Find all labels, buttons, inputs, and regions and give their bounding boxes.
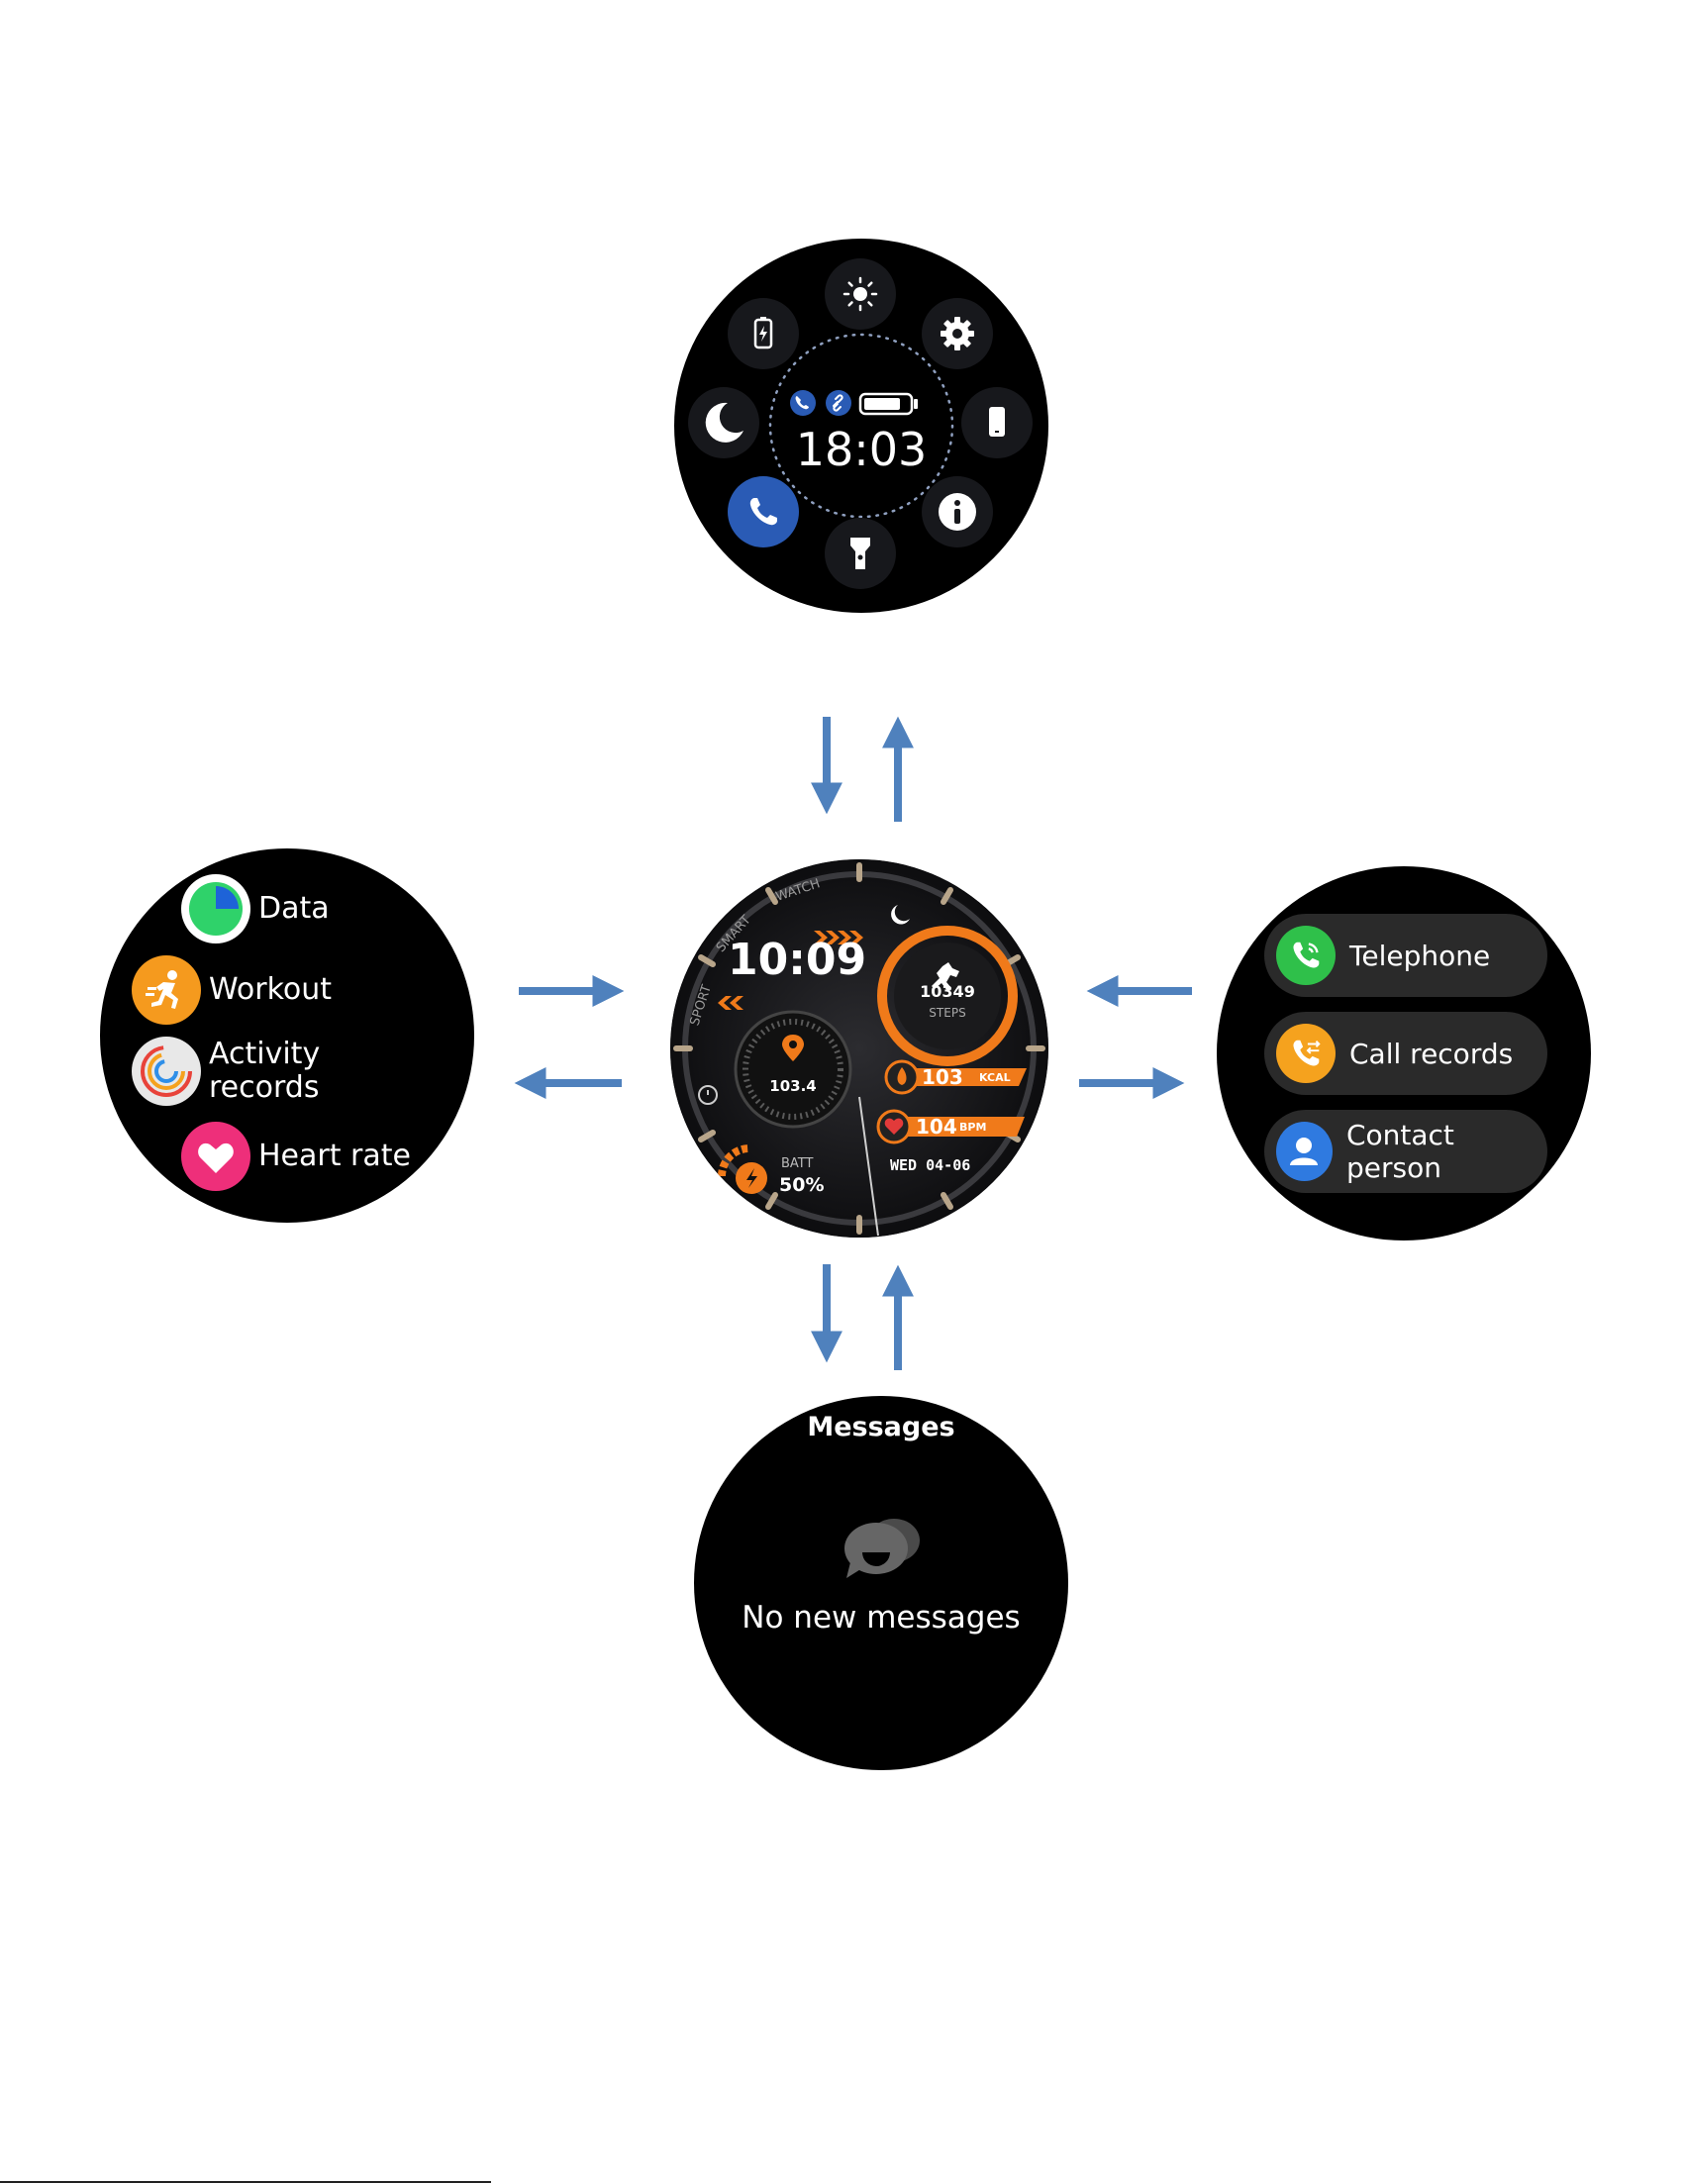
page-footer-rule	[0, 2181, 491, 2183]
